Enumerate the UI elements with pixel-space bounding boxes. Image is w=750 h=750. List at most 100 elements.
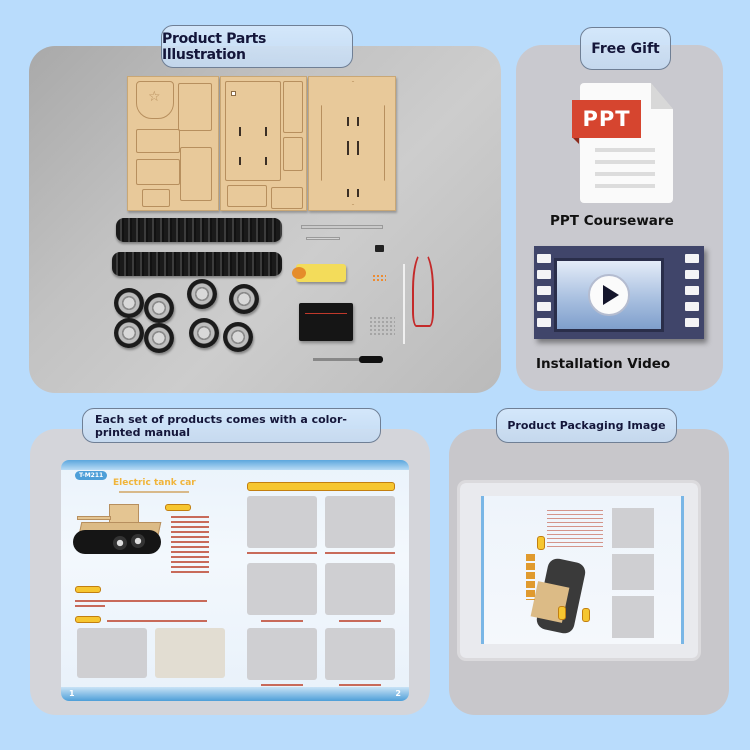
step-photo bbox=[325, 496, 395, 548]
manual-title: Electric tank car bbox=[113, 478, 196, 488]
parts-label-text: Product Parts Illustration bbox=[162, 30, 266, 63]
manual-product-code: T-M211 bbox=[75, 471, 108, 480]
text-line bbox=[171, 566, 209, 568]
wheel bbox=[114, 318, 144, 348]
step-photo bbox=[325, 563, 395, 615]
ppt-courseware-caption: PPT Courseware bbox=[550, 213, 674, 229]
wooden-board-middle bbox=[220, 76, 307, 211]
rubber-track-upper bbox=[116, 218, 282, 242]
packaging-label-text: Product Packaging Image bbox=[507, 419, 666, 432]
tag bbox=[537, 536, 545, 550]
section-tag bbox=[75, 616, 101, 623]
step-photo bbox=[247, 496, 317, 548]
section-tag bbox=[75, 586, 101, 593]
play-button[interactable] bbox=[588, 274, 630, 316]
film-hole bbox=[685, 254, 699, 263]
tag bbox=[558, 606, 566, 620]
metal-axle bbox=[301, 225, 383, 229]
film-hole bbox=[685, 286, 699, 295]
step-photo bbox=[247, 563, 317, 615]
text-line bbox=[247, 552, 317, 554]
photo-box bbox=[612, 554, 654, 590]
film-hole bbox=[537, 254, 551, 263]
metal-axle-short bbox=[306, 237, 340, 240]
wheel bbox=[229, 284, 259, 314]
wooden-board-left: ☆ bbox=[127, 76, 219, 211]
film-hole bbox=[537, 286, 551, 295]
text-line bbox=[261, 684, 303, 686]
page-number-left: 1 bbox=[69, 689, 75, 698]
step-photo bbox=[325, 628, 395, 680]
rubber-track-lower bbox=[112, 252, 282, 276]
title-vertical bbox=[526, 554, 535, 600]
page-number-right: 2 bbox=[395, 689, 401, 698]
wheel bbox=[189, 318, 219, 348]
text-line bbox=[171, 556, 209, 558]
gift-section-label: Free Gift bbox=[580, 27, 671, 70]
white-stick bbox=[403, 264, 405, 344]
text-line bbox=[171, 526, 209, 528]
step-photo bbox=[77, 628, 147, 678]
film-hole bbox=[685, 302, 699, 311]
gear-motor bbox=[292, 264, 346, 282]
text-line bbox=[261, 620, 303, 622]
wheel bbox=[144, 293, 174, 323]
video-film-icon[interactable] bbox=[534, 246, 704, 339]
document-line bbox=[595, 160, 655, 164]
film-hole bbox=[537, 270, 551, 279]
intro-tag bbox=[165, 504, 191, 511]
star-engraving-icon: ☆ bbox=[148, 89, 161, 105]
film-hole bbox=[537, 318, 551, 327]
tag bbox=[582, 608, 590, 622]
orange-nuts bbox=[372, 274, 386, 281]
photo-box bbox=[612, 508, 654, 548]
text-line bbox=[171, 531, 209, 533]
document-line bbox=[595, 148, 655, 152]
screws bbox=[369, 316, 395, 336]
tank-car-illustration bbox=[73, 500, 163, 570]
battery-box bbox=[299, 303, 353, 341]
packaging-section-label: Product Packaging Image bbox=[496, 408, 677, 443]
document-line bbox=[595, 184, 655, 188]
ppt-tag-shadow bbox=[572, 137, 579, 144]
wheel bbox=[187, 279, 217, 309]
parts-illustration-panel: ☆ bbox=[29, 46, 501, 393]
text-line bbox=[325, 552, 395, 554]
installation-video-caption: Installation Video bbox=[536, 356, 671, 372]
text-line bbox=[75, 600, 207, 602]
ppt-tag: PPT bbox=[572, 100, 641, 138]
document-line bbox=[595, 172, 655, 176]
wheel bbox=[223, 322, 253, 352]
text-line bbox=[171, 541, 209, 543]
step-photo bbox=[155, 628, 225, 678]
text-line bbox=[171, 551, 209, 553]
text-line bbox=[171, 546, 209, 548]
text-line bbox=[171, 571, 209, 573]
manual-bottom-bar: 1 2 bbox=[61, 687, 409, 701]
text-block bbox=[547, 510, 603, 550]
manual-section-label: Each set of products comes with a color-… bbox=[82, 408, 381, 443]
text-line bbox=[339, 620, 381, 622]
photo-box bbox=[612, 596, 654, 638]
manual-spread-image: T-M211 Electric tank car 1 2 bbox=[61, 460, 409, 701]
text-line bbox=[107, 620, 207, 622]
step-photo bbox=[247, 628, 317, 680]
manual-top-bar bbox=[61, 460, 409, 470]
wheel bbox=[144, 323, 174, 353]
packaged-manual-sheet bbox=[481, 496, 684, 644]
text-line bbox=[75, 605, 105, 607]
text-line bbox=[339, 684, 381, 686]
film-hole bbox=[685, 270, 699, 279]
red-wire bbox=[412, 251, 434, 327]
gift-label-text: Free Gift bbox=[591, 40, 660, 57]
screwdriver bbox=[313, 356, 383, 363]
text-line bbox=[171, 521, 209, 523]
video-screen bbox=[554, 258, 664, 332]
title-underline bbox=[119, 491, 189, 493]
manual-label-text: Each set of products comes with a color-… bbox=[95, 412, 347, 439]
text-line bbox=[171, 516, 209, 518]
wheel bbox=[114, 288, 144, 318]
film-hole bbox=[537, 302, 551, 311]
play-icon bbox=[603, 285, 619, 305]
wooden-board-right bbox=[308, 76, 396, 211]
